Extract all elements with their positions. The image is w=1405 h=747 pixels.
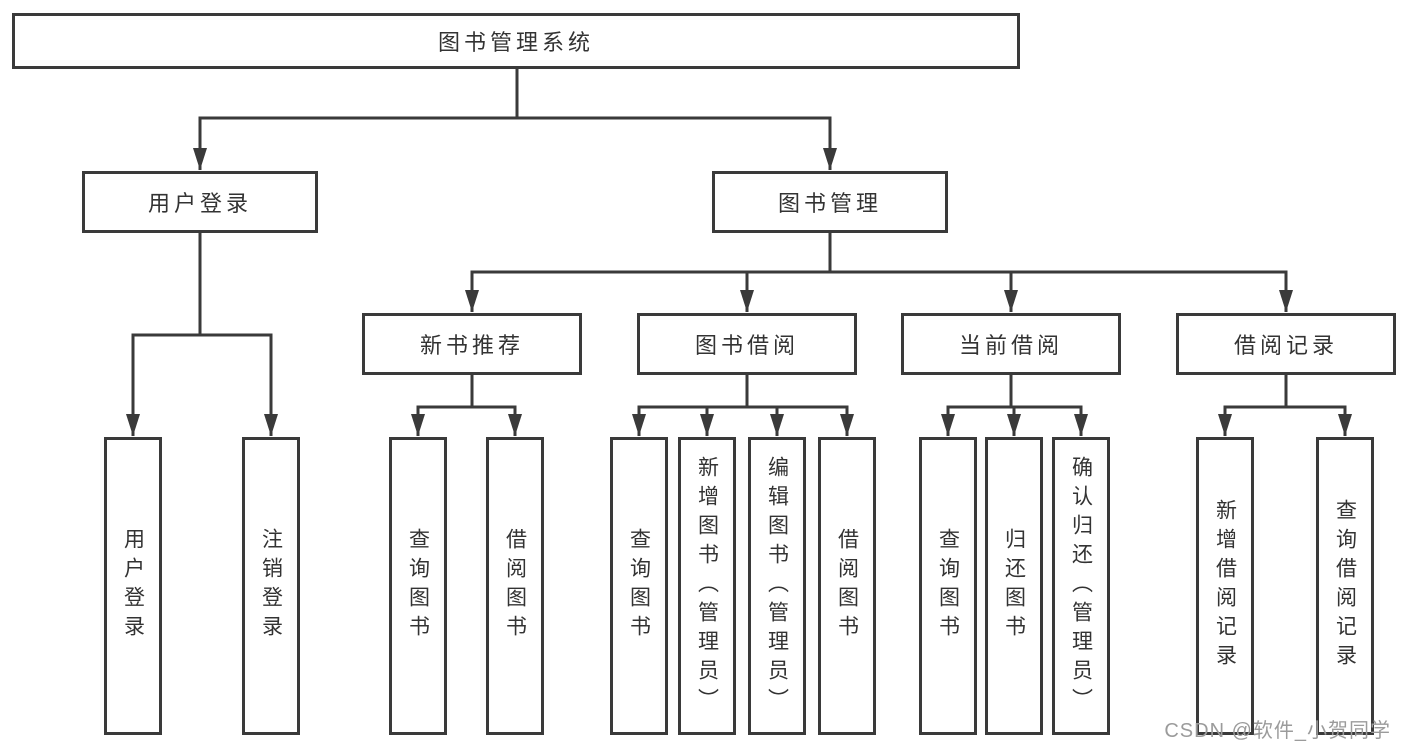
node-new-book-recommend: 新书推荐 [362, 313, 582, 375]
connector-new-book-recommend-children [416, 373, 517, 409]
connector-root-to-level2 [198, 67, 832, 120]
leaf-query-books-borrowing: 查询图书 [610, 437, 668, 735]
node-borrowing-records: 借阅记录 [1176, 313, 1396, 375]
leaf-confirm-return-admin: 确认归还（管理员） [1052, 437, 1110, 735]
leaf-add-books-admin: 新增图书（管理员） [678, 437, 736, 735]
leaf-return-books: 归还图书 [985, 437, 1043, 735]
node-current-borrowing: 当前借阅 [901, 313, 1121, 375]
watermark: CSDN @软件_小贺同学 [1164, 720, 1391, 742]
leaf-borrow-books-recommend: 借阅图书 [486, 437, 544, 735]
leaf-edit-books-admin: 编辑图书（管理员） [748, 437, 806, 735]
leaf-query-books-recommend: 查询图书 [389, 437, 447, 735]
node-book-borrowing: 图书借阅 [637, 313, 857, 375]
leaf-user-login: 用户登录 [104, 437, 162, 735]
connector-user-login-children [131, 231, 273, 337]
leaf-logout-login: 注销登录 [242, 437, 300, 735]
connector-book-borrowing-children [637, 373, 849, 409]
leaf-borrow-books-borrowing: 借阅图书 [818, 437, 876, 735]
leaf-query-books-current: 查询图书 [919, 437, 977, 735]
connector-borrowing-records-children [1223, 373, 1347, 409]
connector-book-management-to-level3 [470, 231, 1288, 274]
node-library-system: 图书管理系统 [12, 13, 1020, 69]
node-book-management: 图书管理 [712, 171, 948, 233]
leaf-query-borrow-record: 查询借阅记录 [1316, 437, 1374, 735]
connector-current-borrowing-children [946, 373, 1083, 409]
node-user-login: 用户登录 [82, 171, 318, 233]
leaf-add-borrow-record: 新增借阅记录 [1196, 437, 1254, 735]
